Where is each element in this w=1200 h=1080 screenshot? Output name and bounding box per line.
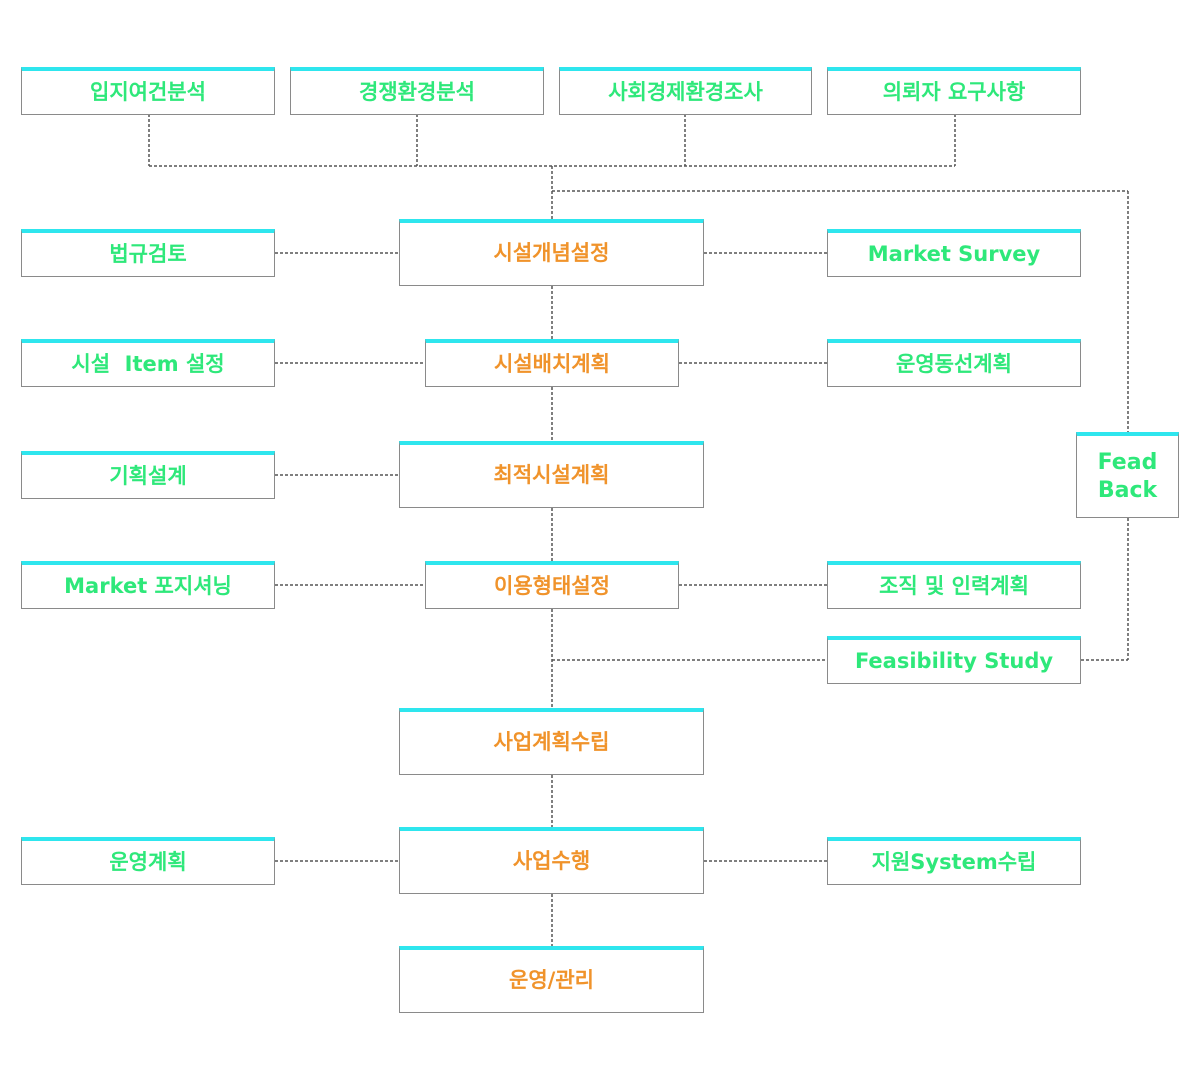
node-market-survey: Market Survey [827, 229, 1081, 277]
node-planning-design: 기획설계 [21, 451, 275, 499]
node-competition-analysis: 경쟁환경분석 [290, 67, 544, 115]
feedback-line-1: Fead [1097, 450, 1158, 475]
feedback-line-2: Back [1097, 477, 1158, 503]
node-market-positioning: Market 포지셔닝 [21, 561, 275, 609]
node-socioeconomic-survey: 사회경제환경조사 [559, 67, 812, 115]
node-client-requirements: 의뢰자 요구사항 [827, 67, 1081, 115]
node-regulation-review: 법규검토 [21, 229, 275, 277]
node-facility-concept: 시설개념설정 [399, 219, 704, 286]
node-operation-management: 운영/관리 [399, 946, 704, 1013]
node-feedback: Fead Back [1076, 432, 1179, 518]
node-optimal-facility: 최적시설계획 [399, 441, 704, 508]
node-business-plan: 사업계획수립 [399, 708, 704, 775]
node-facility-item: 시설 Item 설정 [21, 339, 275, 387]
node-business-execution: 사업수행 [399, 827, 704, 894]
node-operation-flow: 운영동선계획 [827, 339, 1081, 387]
node-support-system: 지원System수립 [827, 837, 1081, 885]
node-usage-type: 이용형태설정 [425, 561, 679, 609]
node-organization-plan: 조직 및 인력계획 [827, 561, 1081, 609]
node-operation-plan: 운영계획 [21, 837, 275, 885]
node-site-analysis: 입지여건분석 [21, 67, 275, 115]
node-facility-layout: 시설배치계획 [425, 339, 679, 387]
node-feasibility-study: Feasibility Study [827, 636, 1081, 684]
